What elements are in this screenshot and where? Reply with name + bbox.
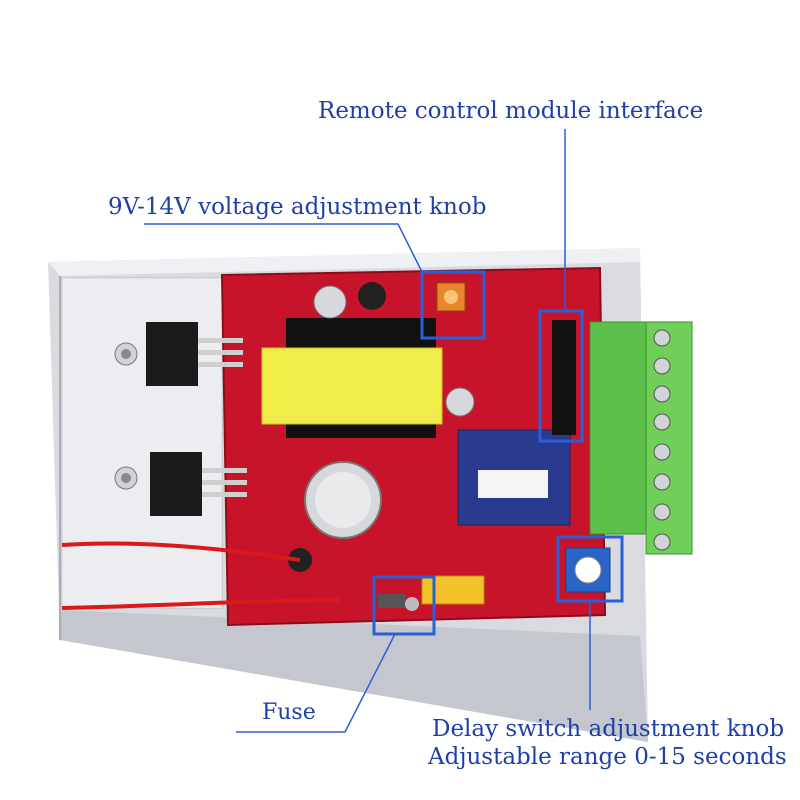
red-wire [61,541,341,610]
leader-line-voltage [144,223,423,273]
callout-box-fuse [372,575,436,636]
delay-range-label: Adjustable range 0-15 seconds [428,744,787,770]
heatsink [61,277,223,609]
delay-potentiometer [565,547,611,593]
voltage-potentiometer [436,282,466,312]
leader-line-fuse [236,633,396,733]
power-transistor [114,322,243,386]
power-transistor [114,452,247,516]
leader-lines [144,129,591,733]
callout-box-voltage [420,270,486,340]
transformer [261,318,443,438]
callout-box-remote [538,309,584,443]
fuse-label: Fuse [262,700,316,725]
remote-module-header [552,320,576,435]
terminal-block [589,321,693,555]
fuse [378,575,485,611]
voltage-knob-label: 9V-14V voltage adjustment knob [108,194,487,220]
delay-knob-label: Delay switch adjustment knob [432,716,785,742]
remote-control-label: Remote control module interface [318,98,704,124]
relay [457,429,571,526]
